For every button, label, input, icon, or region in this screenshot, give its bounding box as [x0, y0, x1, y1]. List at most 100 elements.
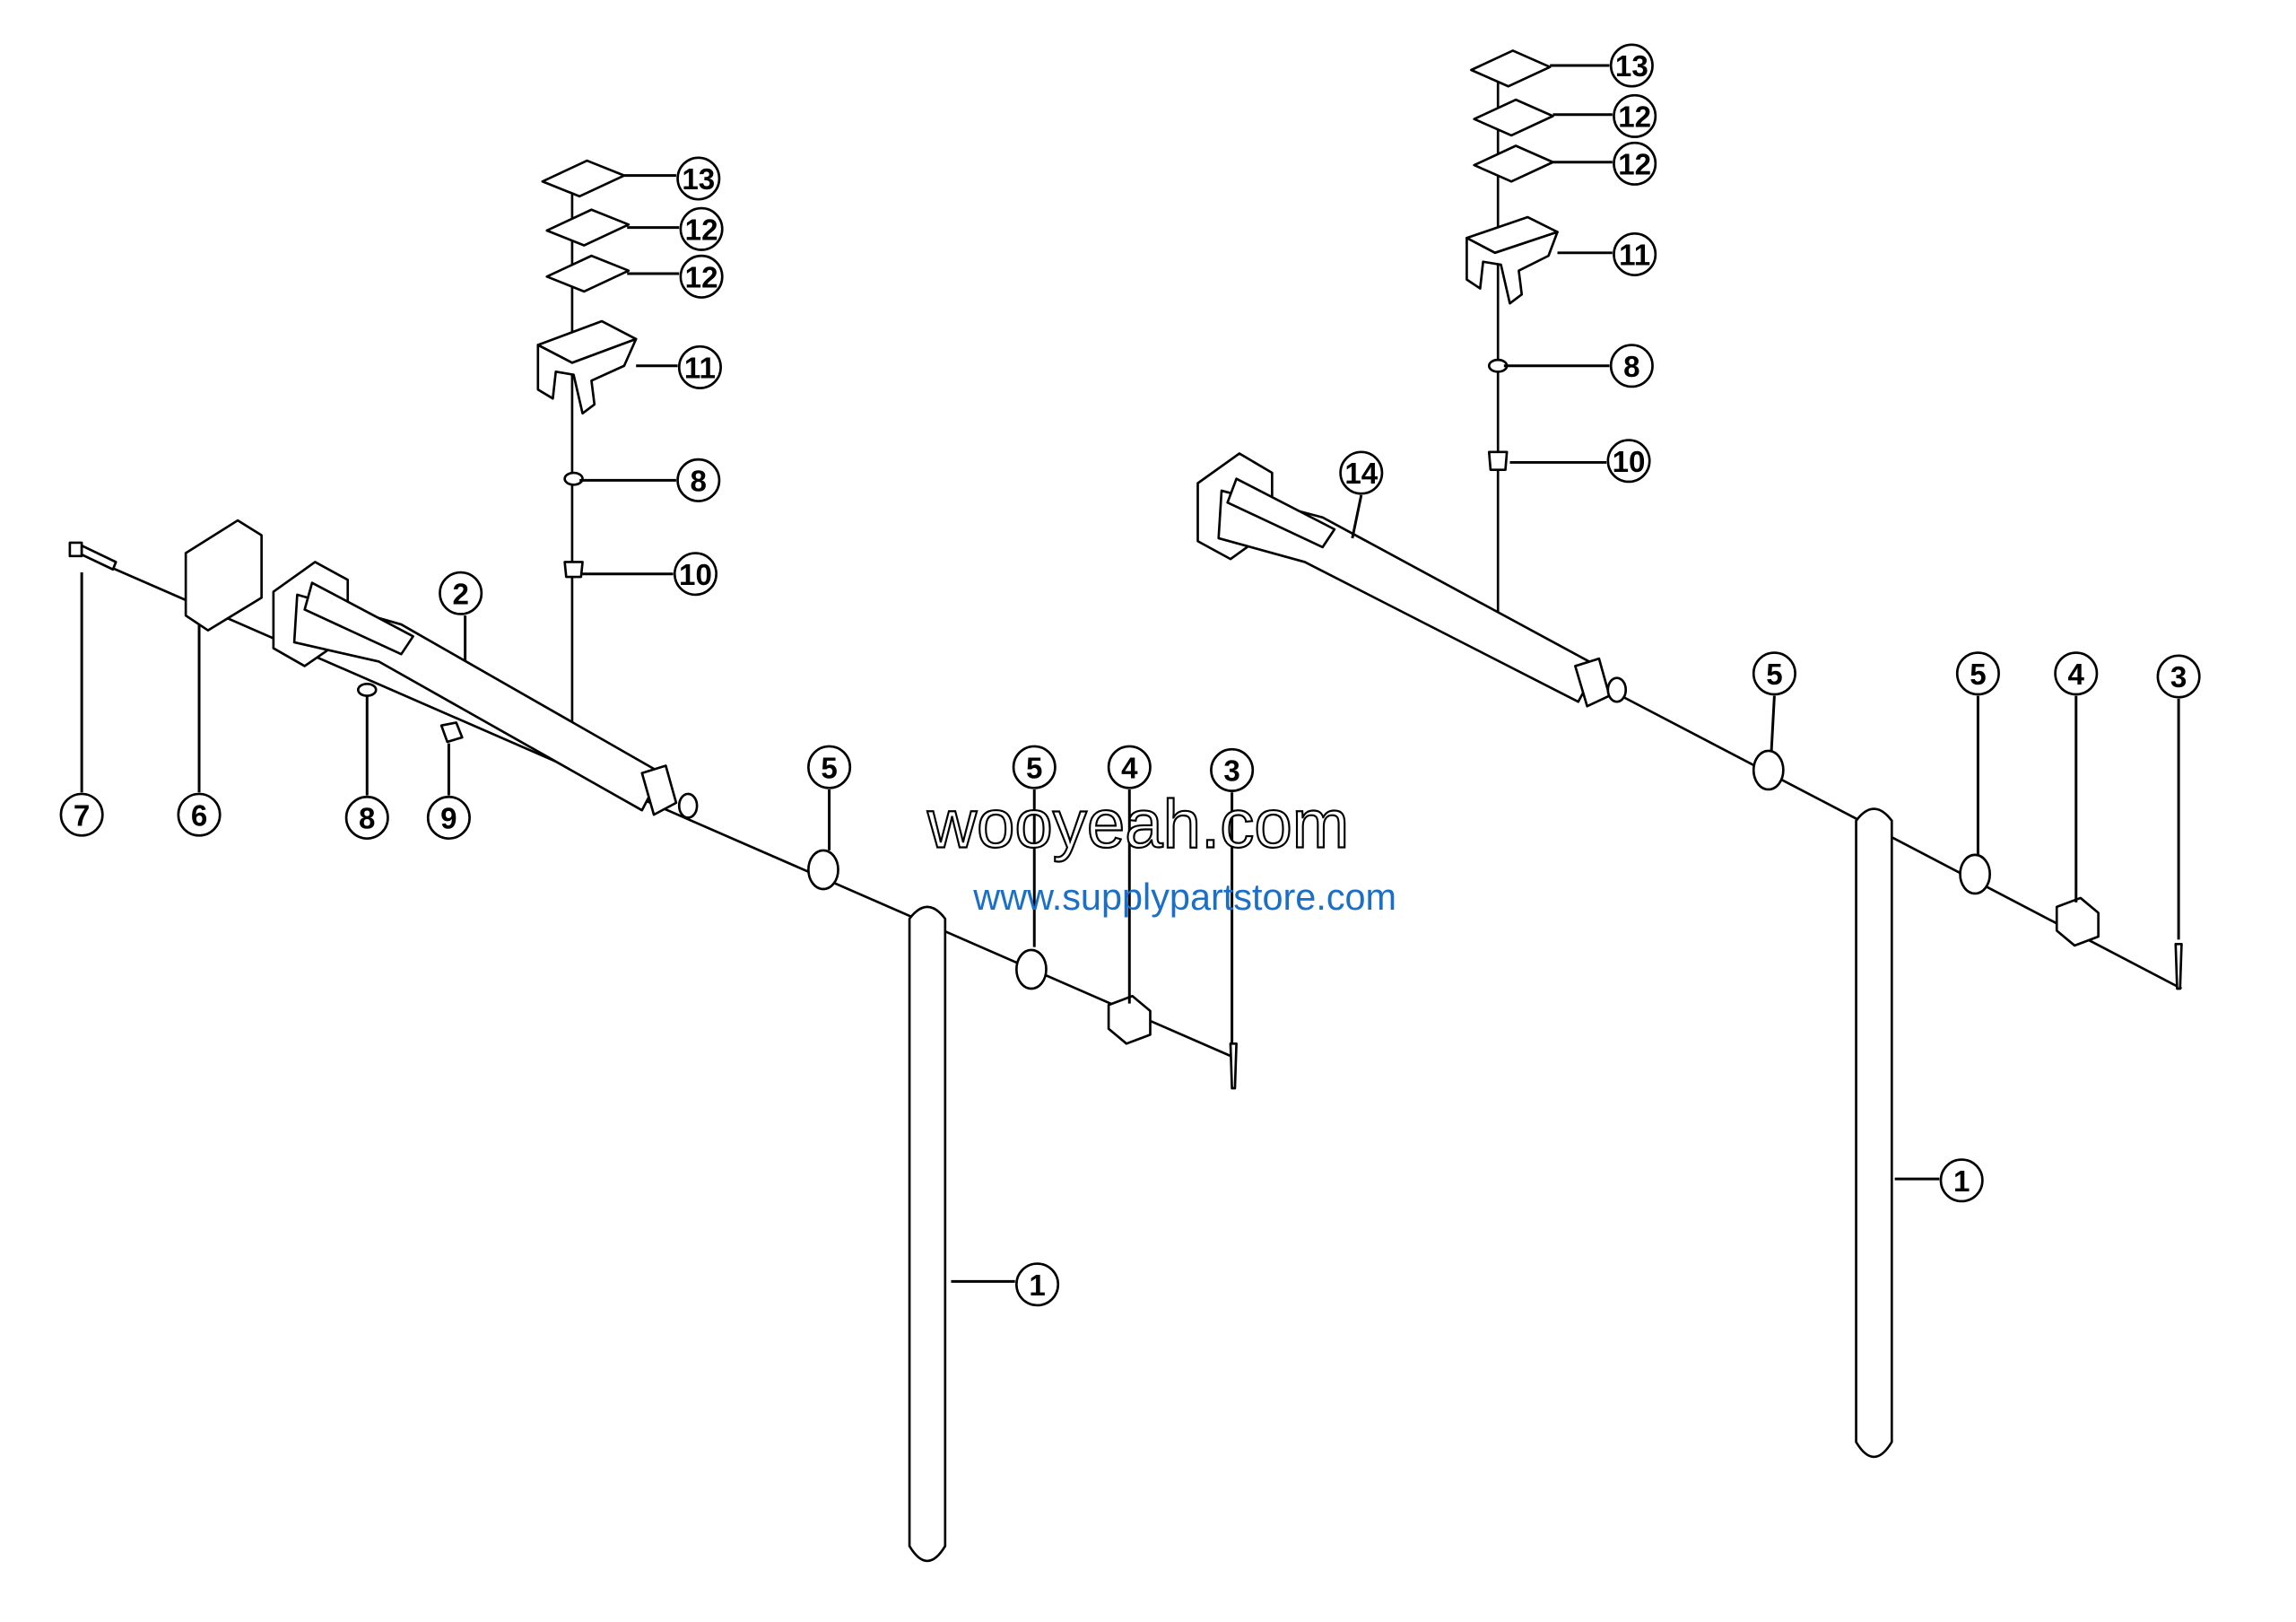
right-axis-line: [1612, 690, 2183, 990]
leader-line: [1351, 494, 1363, 539]
washer-5b: [1015, 948, 1048, 990]
callout-right-assembly: 12: [1552, 93, 1657, 138]
callout-number: 12: [1618, 149, 1651, 182]
callout-left-assembly: 5: [1012, 745, 1057, 947]
callout-circle: [807, 745, 852, 789]
spindle-14: [1196, 452, 1628, 708]
callout-number: 6: [191, 799, 207, 833]
callout-circle: [673, 552, 718, 597]
callout-number: 5: [1026, 752, 1042, 785]
callout-circle: [2054, 651, 2099, 696]
callout-number: 12: [1618, 101, 1651, 135]
callout-number: 13: [1615, 50, 1648, 83]
callout-number: 13: [682, 163, 715, 196]
callout-number: 5: [821, 752, 837, 785]
bolt-7: [68, 541, 117, 571]
callout-circle: [1107, 745, 1152, 789]
callout-left-assembly: 13: [623, 156, 721, 201]
callout-left-assembly: 10: [582, 552, 718, 597]
callout-right-assembly: 10: [1509, 439, 1651, 484]
callout-number: 2: [452, 578, 468, 611]
callout-circle: [679, 206, 724, 251]
bracket-11: [536, 319, 638, 415]
callout-number: 3: [1223, 755, 1239, 789]
washer-8: [357, 683, 378, 697]
shims-12-13-right: [1470, 49, 1554, 183]
callout-number: 3: [2170, 661, 2187, 694]
callout-circle: [1955, 651, 2000, 696]
arm-1-right: [1855, 807, 1893, 1459]
callout-number: 12: [685, 261, 718, 294]
callout-circle: [1339, 450, 1384, 495]
watermark-blue: www.supplypartstore.com: [972, 876, 1396, 918]
bolt-10: [563, 561, 584, 579]
spindle-2: [272, 561, 699, 819]
callout-left-assembly: 6: [177, 624, 222, 837]
castle-nut-4-right: [2055, 896, 2100, 947]
callout-circle: [2156, 654, 2201, 699]
callout-number: 1: [1029, 1269, 1045, 1303]
leader-line: [1770, 695, 1776, 751]
bolt-10-right: [1487, 450, 1509, 472]
callout-number: 7: [74, 799, 90, 833]
callout-circle: [1752, 651, 1796, 696]
callout-circle: [1012, 745, 1057, 789]
callout-circle: [1613, 141, 1657, 186]
callout-number: 8: [359, 803, 375, 836]
washer-5a: [807, 849, 839, 891]
callout-left-assembly: 7: [59, 572, 104, 837]
cotter-pin-3-right: [2174, 942, 2183, 990]
callout-left-assembly: 1: [951, 1262, 1060, 1307]
callout-circle: [679, 254, 724, 299]
watermark-outline: wooyeah.com: [926, 787, 1349, 863]
callout-circle: [676, 156, 721, 201]
callout-right-assembly: 12: [1552, 141, 1657, 186]
callout-circle: [1613, 231, 1657, 276]
callout-right-assembly: 8: [1503, 344, 1654, 388]
callout-circle: [344, 795, 389, 840]
callout-number: 5: [1970, 658, 1986, 692]
washer-8-top: [563, 471, 584, 486]
callout-number: 10: [1613, 446, 1646, 479]
bracket-11-right: [1465, 215, 1559, 305]
castle-nut-4: [1107, 994, 1152, 1045]
callout-number: 1: [1953, 1165, 1970, 1199]
cotter-pin-3: [1229, 1042, 1238, 1090]
callout-left-assembly: 8: [579, 458, 721, 502]
callout-left-assembly: 5: [807, 745, 852, 850]
callout-circle: [1015, 1262, 1060, 1307]
nut-9: [439, 721, 464, 744]
callout-right-assembly: 1: [1894, 1158, 1984, 1203]
callout-number: 4: [1121, 752, 1138, 785]
callout-number: 11: [1619, 240, 1650, 273]
callout-circle: [1609, 43, 1654, 88]
callout-circle: [177, 792, 222, 837]
callout-number: 9: [440, 803, 457, 836]
left-assembly: [68, 159, 1238, 1563]
plate-6: [184, 519, 263, 632]
callout-left-assembly: 12: [627, 254, 724, 299]
callout-left-assembly: 11: [636, 344, 722, 389]
watermark: wooyeah.com www.supplypartstore.com: [926, 786, 1396, 919]
callout-circle: [439, 571, 483, 615]
callout-right-assembly: 4: [2054, 651, 2099, 903]
callout-number: 14: [1344, 458, 1378, 491]
callouts: 13 12 12 11 8 10 2 7 6 8 9 5 5 4 3 1 13 12 12 11 8 10 14 5 5 4 3 1: [59, 43, 2201, 1307]
arm-1: [908, 905, 947, 1563]
callout-left-assembly: 3: [1210, 747, 1255, 1044]
callout-circle: [1613, 93, 1657, 138]
callout-left-assembly: 12: [627, 206, 724, 251]
washer-5b-right: [1959, 853, 1991, 895]
callout-right-assembly: 5: [1955, 651, 2000, 855]
callout-left-assembly: 4: [1107, 745, 1152, 1004]
callout-circle: [676, 458, 721, 502]
callout-circle: [1939, 1158, 1984, 1203]
callout-number: 12: [685, 214, 718, 247]
callout-number: 4: [2068, 658, 2085, 692]
callout-number: 8: [1623, 351, 1639, 384]
callout-circle: [426, 795, 471, 840]
callout-number: 5: [1766, 658, 1782, 692]
callout-number: 8: [691, 465, 707, 498]
right-assembly: [1196, 49, 2183, 1459]
